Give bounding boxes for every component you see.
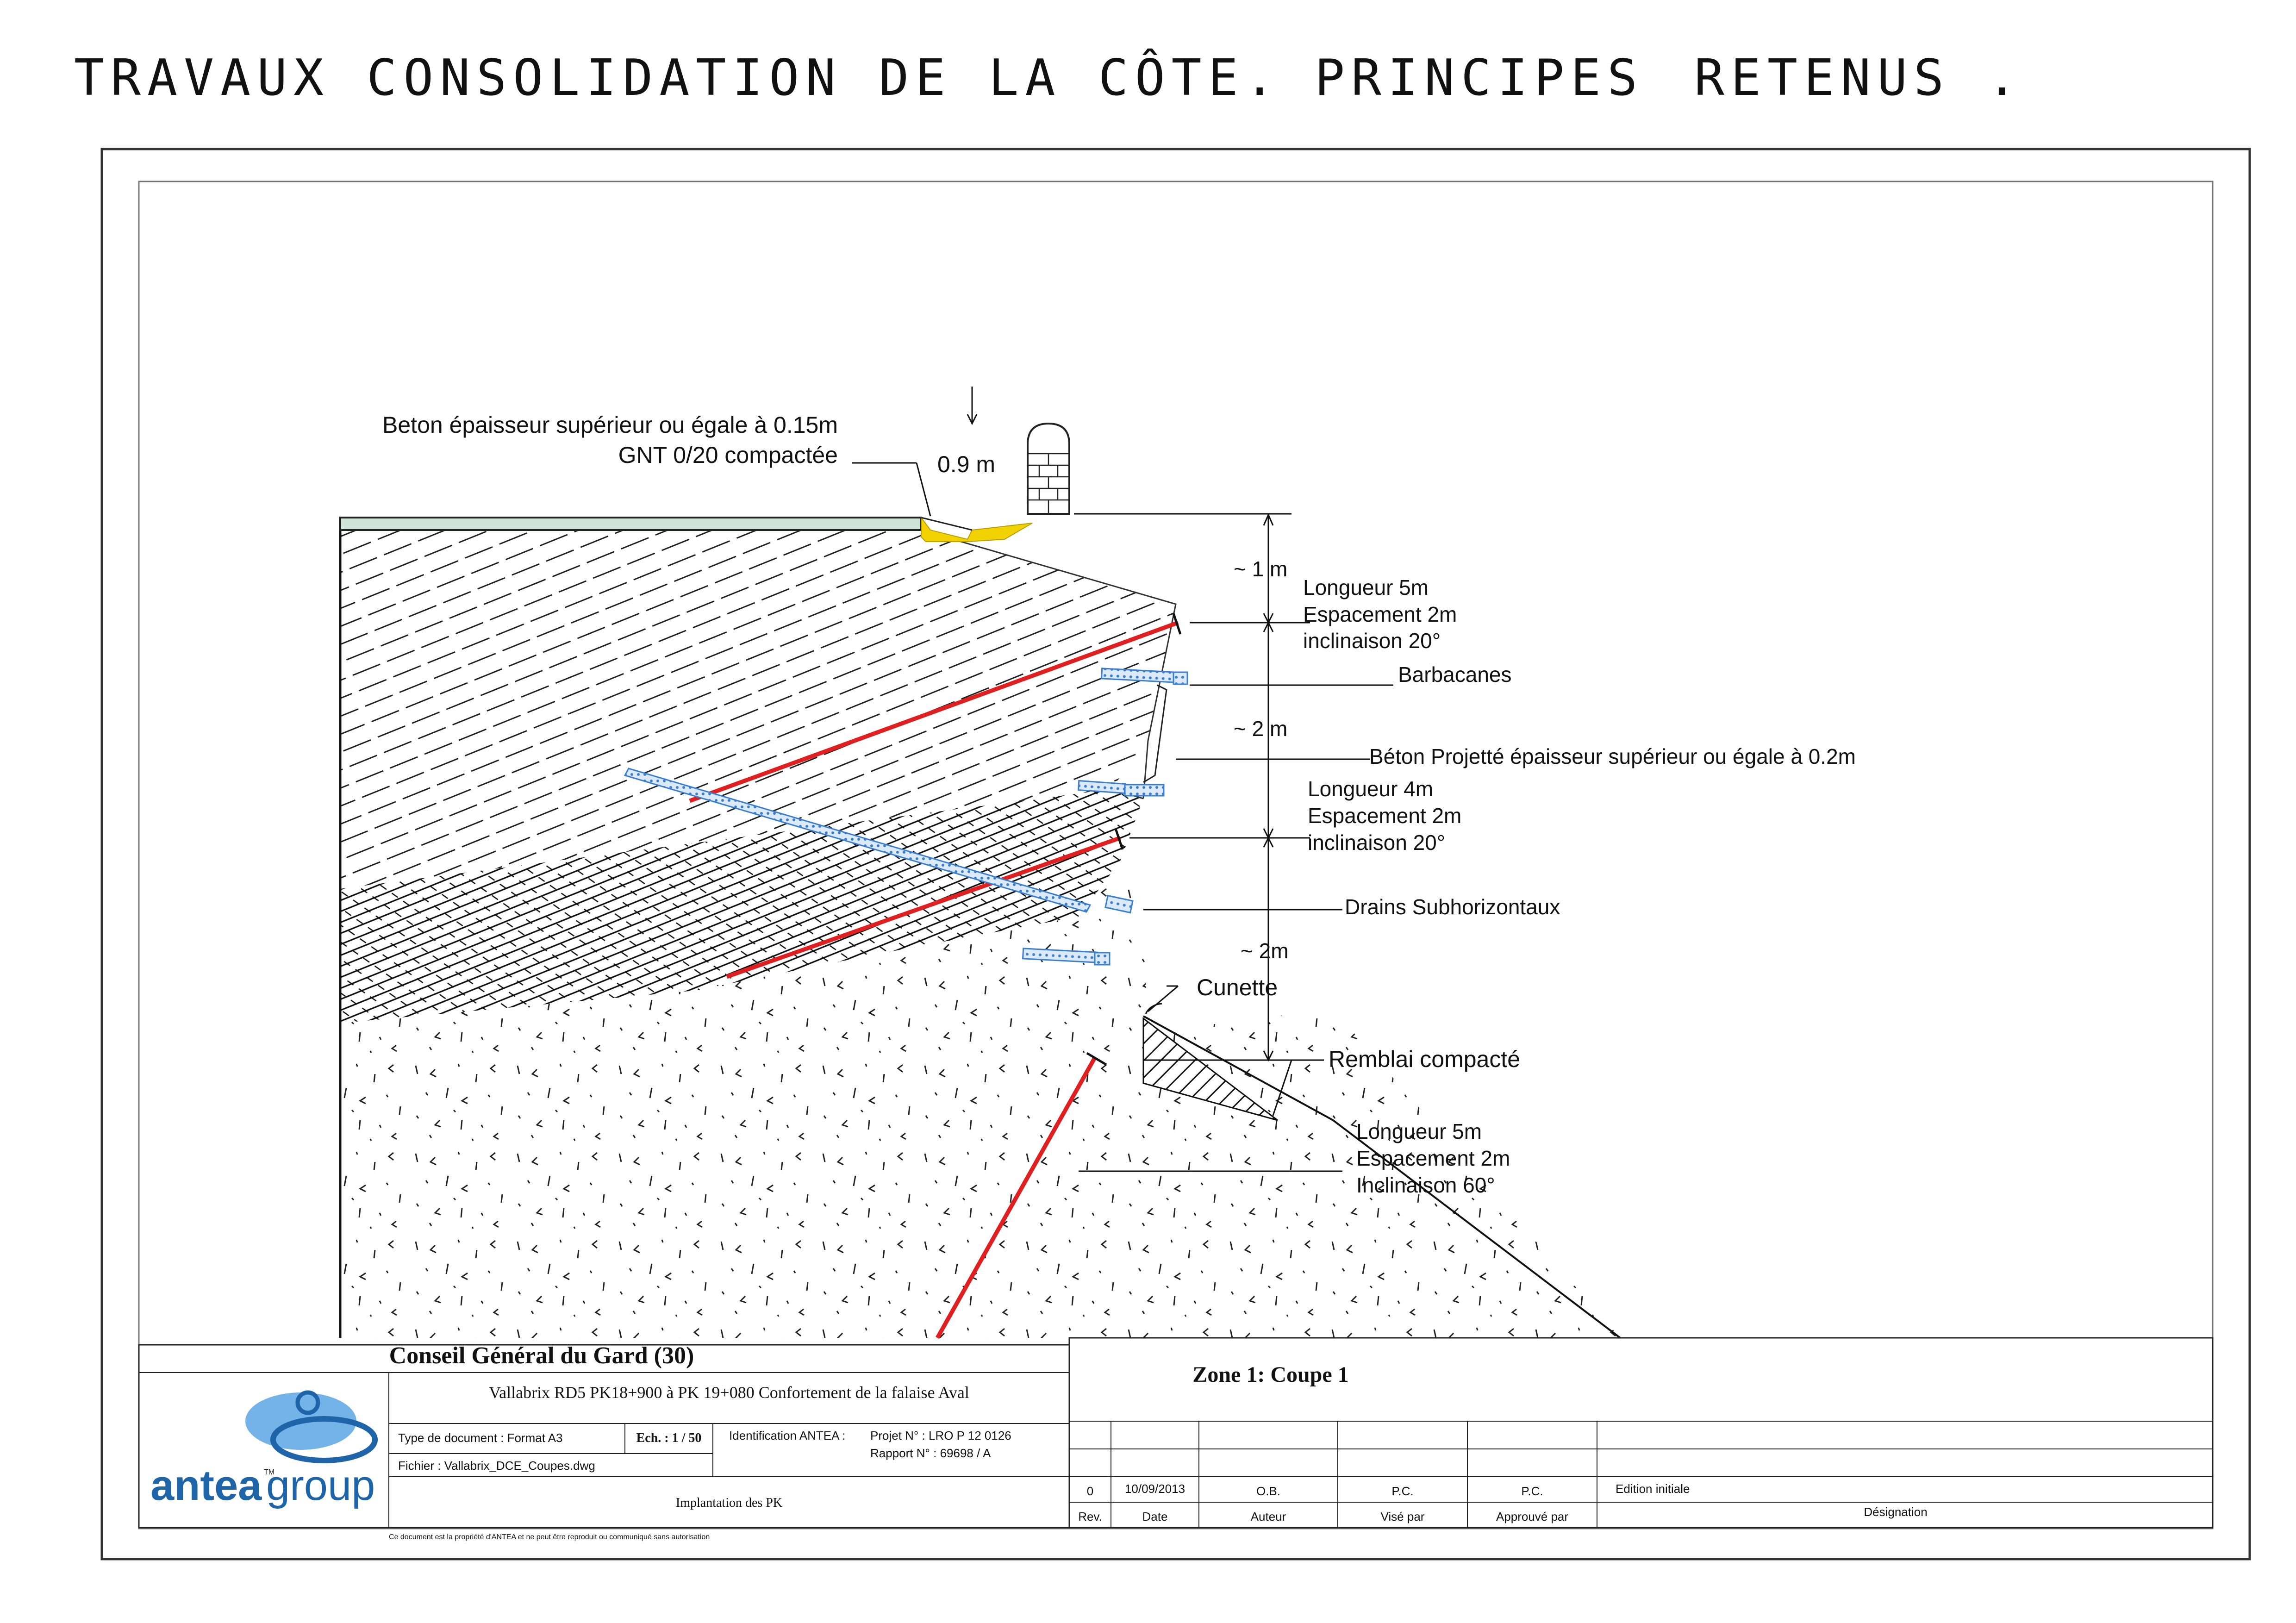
svg-text:Rev.: Rev. — [1078, 1510, 1102, 1523]
label-cunette: Cunette — [1197, 974, 1278, 1000]
label-gnt: GNT 0/20 compactée — [618, 442, 838, 468]
label-dim-1: ~ 1 m — [1234, 557, 1287, 581]
barbacane-1 — [1100, 668, 1188, 685]
svg-text:O.B.: O.B. — [1256, 1484, 1280, 1498]
svg-text:Désignation: Désignation — [1864, 1505, 1927, 1519]
barbacane-2 — [1077, 780, 1165, 797]
anchor-2 — [726, 836, 1121, 979]
barbacane-3 — [1022, 948, 1111, 966]
drain-subhorizontal — [624, 768, 1134, 914]
parapet-wall — [1027, 422, 1070, 515]
label-barbacanes: Barbacanes — [1398, 662, 1512, 687]
tb-content: Implantation des PK — [676, 1496, 782, 1510]
svg-text:Approuvé par: Approuvé par — [1496, 1510, 1568, 1523]
remblai-hatch — [1142, 1017, 1278, 1121]
antea-logo: antea group TM — [150, 1390, 378, 1509]
tb-disclaimer: Ce document est la propriété d'ANTEA et … — [389, 1533, 710, 1541]
anchor-3 — [936, 1056, 1097, 1339]
label-anchor2-length: Longueur 4m — [1308, 777, 1433, 801]
title-block: Conseil Général du Gard (30) Vallabrix R… — [138, 1337, 2214, 1541]
tb-scale: Ech. : 1 / 50 — [636, 1431, 702, 1445]
svg-text:10/09/2013: 10/09/2013 — [1125, 1482, 1185, 1496]
logo-text-group: group — [266, 1462, 375, 1509]
label-anchor2-incl: inclinaison 20° — [1308, 830, 1445, 855]
annotation-labels: Beton épaisseur supérieur ou égale à 0.1… — [382, 412, 1856, 1197]
label-remblai: Remblai compacté — [1329, 1046, 1520, 1072]
logo-text-antea: antea — [150, 1462, 262, 1509]
title-part-2: PRINCIPES — [1315, 49, 1644, 107]
tb-rapport-no: Rapport N° : 69698 / A — [870, 1446, 991, 1460]
tb-org: Conseil Général du Gard (30) — [389, 1342, 694, 1369]
tb-file: Fichier : Vallabrix_DCE_Coupes.dwg — [398, 1459, 595, 1473]
gnt-layer — [921, 516, 1033, 542]
rock-layer-upper — [340, 530, 1176, 889]
label-anchor3-spacing: Espacement 2m — [1356, 1146, 1510, 1170]
label-anchor3-incl: Inclinaison 60° — [1356, 1173, 1495, 1197]
label-beton-projete: Béton Projetté épaisseur supérieur ou ég… — [1369, 744, 1856, 768]
svg-text:Auteur: Auteur — [1251, 1510, 1286, 1523]
title-part-1: TRAVAUX CONSOLIDATION DE LA CÔTE. — [74, 48, 1281, 107]
svg-text:Edition initiale: Edition initiale — [1616, 1482, 1690, 1496]
outer-frame — [100, 148, 2251, 1561]
beton-slab — [339, 517, 922, 531]
label-dim-2: ~ 2 m — [1234, 717, 1287, 741]
svg-text:Visé par: Visé par — [1381, 1510, 1425, 1523]
tb-id-antea: Identification ANTEA : — [729, 1429, 845, 1442]
svg-text:0: 0 — [1087, 1484, 1093, 1498]
svg-text:P.C.: P.C. — [1391, 1484, 1413, 1498]
tb-project: Vallabrix RD5 PK18+900 à PK 19+080 Confo… — [489, 1383, 969, 1402]
cross-section — [339, 422, 1621, 1339]
revision-headers: Rev. Date Auteur Visé par Approuvé par D… — [1078, 1505, 1927, 1523]
label-beton-top: Beton épaisseur supérieur ou égale à 0.1… — [382, 412, 838, 438]
tb-projet-no: Projet N° : LRO P 12 0126 — [870, 1429, 1011, 1442]
tb-doc-type: Type de document : Format A3 — [398, 1431, 563, 1445]
label-dim-3: ~ 2m — [1241, 939, 1289, 963]
svg-text:P.C.: P.C. — [1521, 1484, 1543, 1498]
label-anchor1-incl: inclinaison 20° — [1303, 629, 1441, 653]
anchor-1 — [689, 620, 1179, 803]
label-wall-height: 0.9 m — [937, 451, 995, 477]
inner-frame — [138, 181, 2214, 1529]
tb-zone: Zone 1: Coupe 1 — [1192, 1362, 1348, 1387]
label-anchor1-length: Longueur 5m — [1303, 575, 1429, 599]
label-anchor3-length: Longueur 5m — [1356, 1119, 1482, 1143]
label-anchor1-spacing: Espacement 2m — [1303, 602, 1457, 626]
label-drains: Drains Subhorizontaux — [1345, 895, 1560, 919]
revision-values: 0 10/09/2013 O.B. P.C. P.C. Edition init… — [1087, 1482, 1690, 1498]
dimension-lines — [852, 387, 1393, 1172]
label-anchor2-spacing: Espacement 2m — [1308, 804, 1461, 828]
svg-text:Date: Date — [1142, 1510, 1168, 1523]
logo-tm: TM — [264, 1468, 275, 1476]
handwritten-title: TRAVAUX CONSOLIDATION DE LA CÔTE. PRINCI… — [74, 48, 2023, 107]
title-part-3: RETENUS . — [1694, 49, 2023, 107]
